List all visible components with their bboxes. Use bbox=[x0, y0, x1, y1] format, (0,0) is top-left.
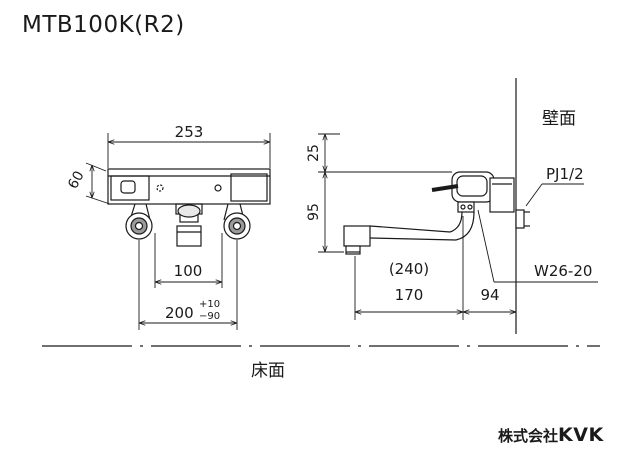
model-title: MTB100K(R2) bbox=[22, 12, 185, 38]
label-floor: 床面 bbox=[251, 361, 285, 381]
dim-200: 200 bbox=[165, 304, 194, 322]
front-dimensions bbox=[85, 133, 271, 330]
side-dimensions bbox=[318, 133, 598, 320]
brand-name: KVK bbox=[558, 424, 604, 446]
dim-tol-minus: −90 bbox=[199, 311, 220, 322]
dim-25: 25 bbox=[306, 144, 322, 162]
dim-100: 100 bbox=[174, 262, 203, 280]
label-wall: 壁面 bbox=[542, 109, 576, 129]
dim-60: 60 bbox=[65, 168, 87, 191]
dim-170: 170 bbox=[395, 286, 424, 304]
dim-95: 95 bbox=[306, 203, 322, 221]
label-w: W26-20 bbox=[534, 262, 592, 280]
dim-94: 94 bbox=[480, 286, 499, 304]
label-pj: PJ1/2 bbox=[546, 165, 584, 183]
brand-logo: 株式会社KVK bbox=[498, 424, 604, 446]
dim-253: 253 bbox=[175, 123, 204, 141]
brand-prefix: 株式会社 bbox=[498, 427, 559, 445]
dim-240: (240) bbox=[389, 260, 429, 278]
dim-tol-plus: +10 bbox=[199, 299, 220, 310]
front-view bbox=[107, 168, 271, 247]
dimension-labels: 253 60 100 200 +10 −90 25 95 (240) 170 9… bbox=[65, 109, 592, 381]
side-view bbox=[343, 171, 530, 255]
